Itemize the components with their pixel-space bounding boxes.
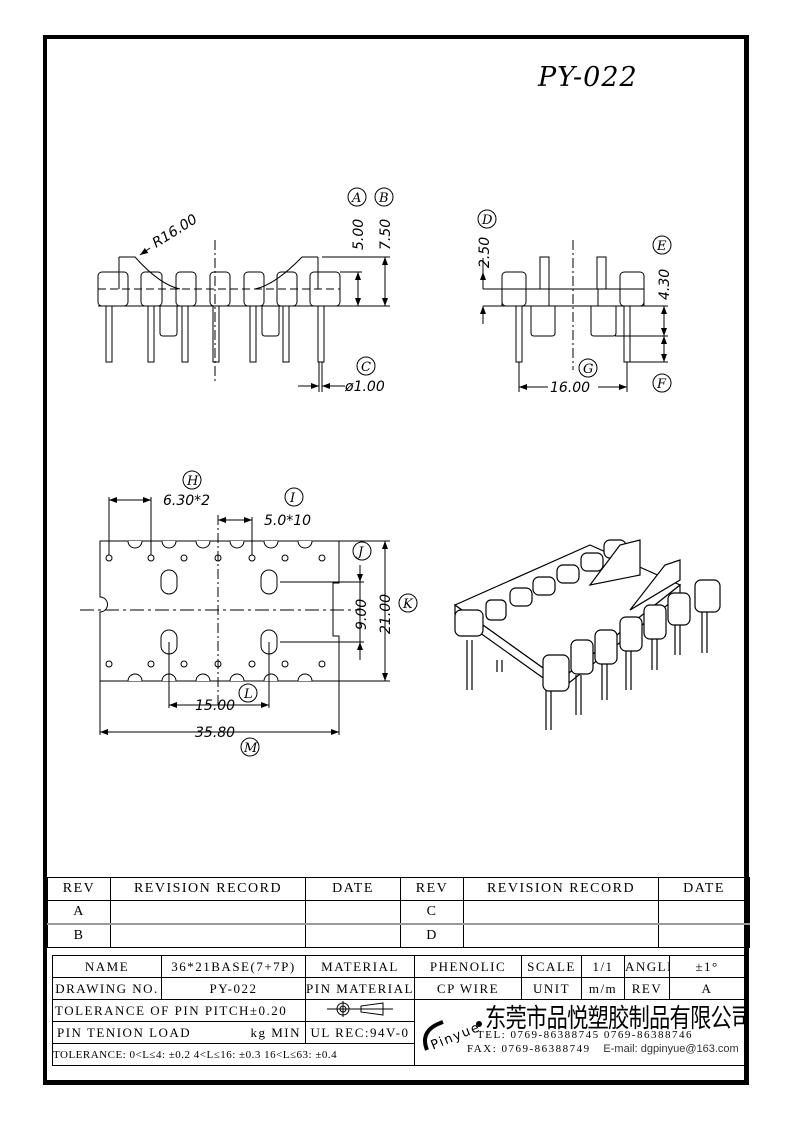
third-angle-projection-icon: [327, 1000, 393, 1017]
angle-label: ANGLE: [624, 955, 670, 978]
company-tel: TEL: 0769-86388745 0769-86388746: [477, 1029, 694, 1041]
dim-e-value: 4.30: [657, 269, 673, 300]
dim-i-tag: I: [289, 491, 296, 506]
pin-tension-unit: kg MIN: [250, 1024, 301, 1040]
rev-value: A: [669, 977, 745, 1000]
rev-cell: C: [400, 900, 464, 925]
dim-k-tag: K: [402, 597, 414, 612]
iso-caps: [454, 539, 721, 692]
rev-label: REV: [624, 977, 670, 1000]
revision-record-cell: [463, 900, 659, 925]
drawing-frame: [43, 35, 749, 1085]
pin-caps: [97, 271, 341, 307]
dim-a-value: 5.00: [351, 219, 367, 250]
rev-cell: A: [47, 900, 111, 925]
revision-row: B D: [47, 923, 750, 948]
bottom-view: [80, 497, 390, 735]
material-label: MATERIAL: [305, 955, 415, 978]
dim-f-tag: F: [656, 377, 667, 392]
dim-e-tag: E: [656, 239, 667, 254]
dim-d-tag: D: [481, 213, 493, 228]
pinyue-logo-icon: Pinyue: [423, 1020, 483, 1052]
revision-record-cell: [463, 923, 659, 948]
company-fax-email: FAX: 0769-86388749 E-mail: dgpinyue@163.…: [467, 1043, 739, 1055]
dim-h-tag: H: [186, 474, 199, 489]
end-view: [480, 240, 668, 392]
drawing-no-value: PY-022: [161, 977, 306, 1000]
name-label: NAME: [52, 955, 162, 978]
rev-header-2: REV: [400, 877, 464, 901]
radius-label: R16.00: [150, 211, 201, 251]
pin-tension-label: PIN TENION LOAD: [57, 1024, 192, 1040]
dim-l-value: 15.00: [195, 698, 235, 714]
dim-b-tag: B: [378, 191, 389, 206]
scale-value: 1/1: [581, 955, 625, 978]
revision-record-header: REVISION RECORD: [110, 877, 306, 901]
revision-row: A C: [47, 900, 750, 925]
dim-c-value: ø1.00: [344, 379, 385, 395]
dim-h-value: 6.30*2: [163, 493, 210, 509]
pin-material-value: CP WIRE: [414, 977, 522, 1000]
dim-i-value: 5.0*10: [264, 513, 311, 529]
dim-m-value: 35.80: [195, 725, 235, 741]
dim-a-tag: A: [351, 191, 361, 206]
rev-cell: B: [47, 923, 111, 948]
date-header-2: DATE: [658, 877, 750, 901]
dim-c-tag: C: [361, 360, 371, 375]
revision-table: REV REVISION RECORD DATE REV REVISION RE…: [47, 877, 750, 948]
revision-header-row: REV REVISION RECORD DATE REV REVISION RE…: [47, 877, 750, 901]
rev-cell: D: [400, 923, 464, 948]
unit-label: UNIT: [521, 977, 582, 1000]
date-header: DATE: [305, 877, 401, 901]
angle-value: ±1°: [669, 955, 745, 978]
dim-m-tag: M: [243, 741, 258, 756]
projection-symbol-cell: [305, 999, 415, 1022]
unit-value: m/m: [581, 977, 625, 1000]
dim-l-tag: L: [243, 687, 253, 702]
dim-j-tag: J: [355, 545, 364, 560]
dim-g-tag: G: [583, 362, 593, 377]
dim-j-value: 9.00: [354, 599, 370, 630]
company-info-cell: Pinyue 东莞市品悦塑胶制品有限公司 TEL: 0769-86388745 …: [414, 999, 745, 1066]
dim-k-value: 21.00: [378, 594, 394, 634]
date-cell: [305, 923, 401, 948]
pin-holes: [105, 554, 326, 668]
revision-record-header-2: REVISION RECORD: [463, 877, 659, 901]
drawing-no-label: DRAWING NO.: [52, 977, 162, 1000]
dim-g-value: 16.00: [550, 380, 590, 396]
pins: [105, 305, 325, 363]
pin-pitch-tolerance: TOLERANCE OF PIN PITCH±0.20: [52, 999, 306, 1022]
material-value: PHENOLIC: [414, 955, 522, 978]
company-email: E-mail: dgpinyue@163.com: [603, 1043, 739, 1055]
rev-header: REV: [47, 877, 111, 901]
revision-record-cell: [110, 900, 306, 925]
pin-material-label: PIN MATERIAL: [305, 977, 415, 1000]
scale-label: SCALE: [521, 955, 582, 978]
side-view: [97, 240, 390, 392]
ul-rec: UL REC:94V-0: [305, 1021, 415, 1044]
drawing-title: PY-022: [538, 62, 638, 93]
title-block: NAME 36*21BASE(7+7P) MATERIAL PHENOLIC S…: [52, 955, 745, 1066]
isometric-view: [453, 539, 721, 730]
dim-d-value: 2.50: [477, 237, 493, 268]
technical-drawing: R16.00 5.00 7.50 A B C ø1.00 D 2.50 E 4.…: [80, 187, 721, 757]
dim-b-value: 7.50: [378, 219, 394, 250]
revision-record-cell: [110, 923, 306, 948]
general-tolerance: TOLERANCE: 0<L≤4: ±0.2 4<L≤16: ±0.3 16<L…: [52, 1043, 415, 1066]
date-cell: [305, 900, 401, 925]
name-value: 36*21BASE(7+7P): [161, 955, 306, 978]
date-cell: [658, 923, 750, 948]
pin-tension-cell: PIN TENION LOAD kg MIN: [52, 1021, 306, 1044]
date-cell: [658, 900, 750, 925]
company-name: 东莞市品悦塑胶制品有限公司: [485, 1004, 745, 1034]
company-fax: FAX: 0769-86388749: [467, 1043, 591, 1055]
